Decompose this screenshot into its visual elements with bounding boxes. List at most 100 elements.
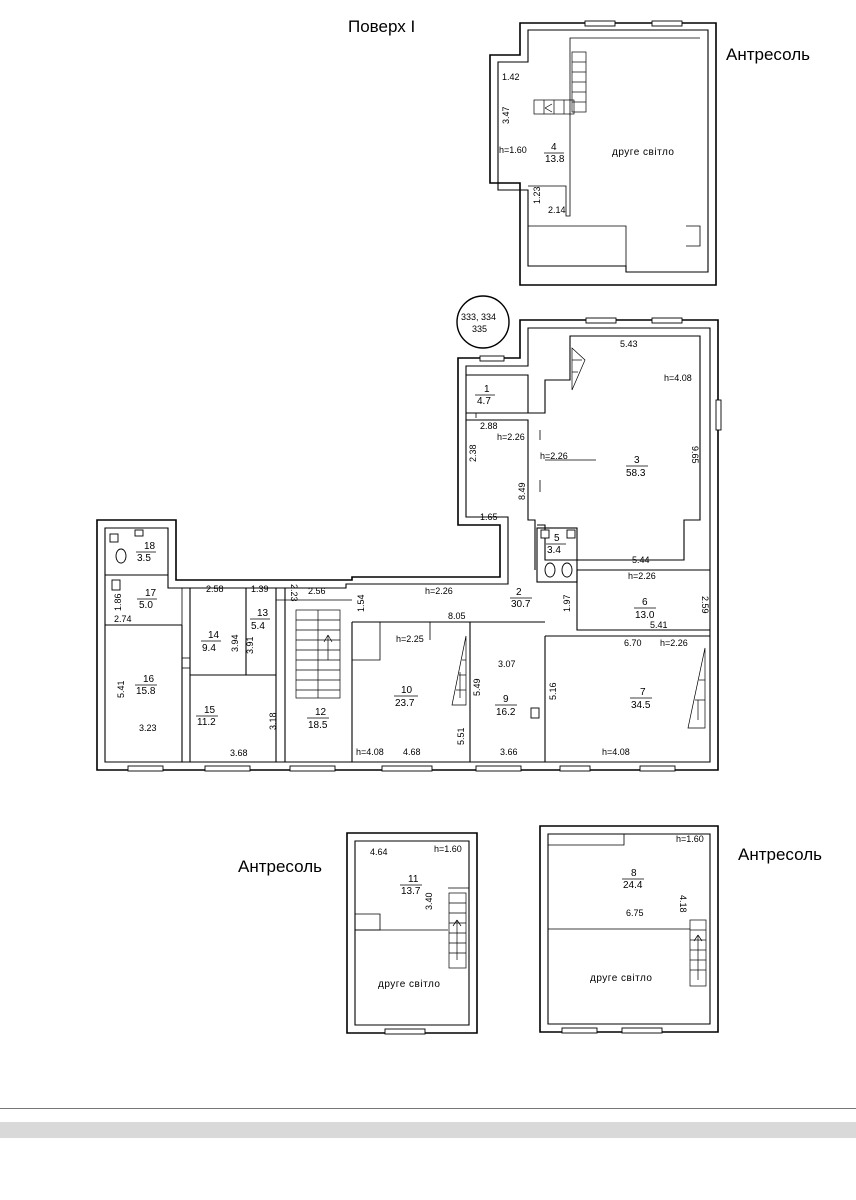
dim-label: 1.86 bbox=[113, 593, 123, 611]
room-number: 4 bbox=[551, 142, 557, 153]
room-number: 17 bbox=[145, 588, 157, 599]
dim-label: 2.58 bbox=[206, 584, 224, 594]
room-number: 13 bbox=[257, 608, 269, 619]
room-number: 11 bbox=[408, 874, 419, 885]
room-area: 3.5 bbox=[137, 553, 151, 564]
height-label: h=4.08 bbox=[664, 373, 692, 383]
room-area: 24.4 bbox=[623, 880, 643, 891]
dim-label: 2.14 bbox=[548, 205, 566, 215]
wc-fixtures bbox=[109, 529, 576, 719]
dim-label: 5.49 bbox=[472, 678, 482, 696]
dim-label: 2.74 bbox=[114, 614, 132, 624]
room-number: 2 bbox=[516, 587, 522, 598]
dim-label: 5.43 bbox=[620, 339, 638, 349]
height-label: h=4.08 bbox=[602, 747, 630, 757]
room-area: 3.4 bbox=[547, 545, 561, 556]
floor-title: Поверх І bbox=[348, 17, 415, 36]
room-area: 18.5 bbox=[308, 720, 328, 731]
dim-label: 4.64 bbox=[370, 847, 388, 857]
dim-label: 3.07 bbox=[498, 659, 516, 669]
room-number: 18 bbox=[144, 541, 156, 552]
dim-label: 2.23 bbox=[289, 584, 299, 602]
room-number: 3 bbox=[634, 455, 640, 466]
room-number: 16 bbox=[143, 674, 155, 685]
room-area: 23.7 bbox=[395, 698, 415, 709]
room-number: 14 bbox=[208, 630, 220, 641]
second-light-label: друге світло bbox=[612, 147, 674, 158]
room-number: 6 bbox=[642, 597, 648, 608]
room-number: 10 bbox=[401, 685, 413, 696]
dim-label: 9.65 bbox=[690, 446, 700, 464]
room-number: 1 bbox=[484, 384, 490, 395]
dim-label: 4.18 bbox=[678, 895, 688, 913]
room-number: 5 bbox=[554, 533, 560, 544]
room-number: 9 bbox=[503, 694, 509, 705]
room-area: 4.7 bbox=[477, 396, 491, 407]
dim-label: 6.75 bbox=[626, 908, 644, 918]
room-area: 34.5 bbox=[631, 700, 651, 711]
dim-label: 1.42 bbox=[502, 72, 520, 82]
dim-label: 5.51 bbox=[456, 727, 466, 745]
dim-label: 3.91 bbox=[245, 636, 255, 654]
dim-label: 5.44 bbox=[632, 555, 650, 565]
main-floor: 1 4.7 2 30.7 3 58.3 5 3.4 6 13.0 7 34.5 … bbox=[96, 317, 722, 772]
height-label: h=2.26 bbox=[425, 586, 453, 596]
dim-label: 3.68 bbox=[230, 748, 248, 758]
plot-number-circle: 333, 334 335 bbox=[456, 295, 510, 349]
plot-number: 335 bbox=[472, 324, 487, 334]
mezzanine-right-label: Антресоль bbox=[738, 845, 822, 864]
plot-number: 333, 334 bbox=[461, 312, 496, 322]
dim-label: 2.38 bbox=[468, 444, 478, 462]
height-label: h=2.26 bbox=[497, 432, 525, 442]
height-label: h=1.60 bbox=[499, 145, 527, 155]
room-number: 8 bbox=[631, 868, 637, 879]
height-label: h=1.60 bbox=[676, 834, 704, 844]
dim-label: 3.18 bbox=[268, 712, 278, 730]
dim-label: 3.66 bbox=[500, 747, 518, 757]
dim-label: 8.49 bbox=[517, 482, 527, 500]
room-area: 13.0 bbox=[635, 610, 655, 621]
dim-label: 8.05 bbox=[448, 611, 466, 621]
height-label: h=2.26 bbox=[628, 571, 656, 581]
dim-label: 5.41 bbox=[650, 620, 668, 630]
room-area: 11.2 bbox=[197, 717, 216, 728]
room-area: 15.8 bbox=[136, 686, 156, 697]
dim-label: 5.41 bbox=[116, 680, 126, 698]
room-area: 13.8 bbox=[545, 154, 565, 165]
room-area: 16.2 bbox=[496, 707, 516, 718]
room-area: 58.3 bbox=[626, 468, 646, 479]
dim-label: 2.56 bbox=[308, 586, 326, 596]
height-label: h=4.08 bbox=[356, 747, 384, 757]
dim-label: 3.47 bbox=[501, 106, 511, 124]
height-label: h=1.60 bbox=[434, 844, 462, 854]
height-label: h=2.26 bbox=[540, 451, 568, 461]
room-number: 7 bbox=[640, 687, 646, 698]
bottom-bar bbox=[0, 1122, 856, 1138]
dim-label: 3.94 bbox=[230, 634, 240, 652]
mezzanine-right: h=1.60 8 24.4 6.75 4.18 друге світло bbox=[539, 825, 719, 1034]
dim-label: 1.23 bbox=[532, 186, 542, 204]
dim-label: 3.23 bbox=[139, 723, 157, 733]
dim-label: 1.39 bbox=[251, 584, 269, 594]
room-area: 30.7 bbox=[511, 599, 531, 610]
dim-label: 2.88 bbox=[480, 421, 498, 431]
dim-label: 1.65 bbox=[480, 512, 498, 522]
dim-label: 1.97 bbox=[562, 594, 572, 612]
dim-label: 4.68 bbox=[403, 747, 421, 757]
height-label: h=2.26 bbox=[660, 638, 688, 648]
mezzanine-top-label: Антресоль bbox=[726, 45, 810, 64]
dim-label: 6.70 bbox=[624, 638, 642, 648]
second-light-label: друге світло bbox=[590, 973, 652, 984]
mezzanine-left-label: Антресоль bbox=[238, 857, 322, 876]
room-area: 9.4 bbox=[202, 643, 216, 654]
height-label: h=2.25 bbox=[396, 634, 424, 644]
room-number: 12 bbox=[315, 707, 327, 718]
dim-label: 2.59 bbox=[700, 596, 710, 614]
separator-line bbox=[0, 1108, 856, 1109]
room-area: 13.7 bbox=[401, 886, 421, 897]
dim-label: 1.54 bbox=[356, 594, 366, 612]
mezzanine-left: 4.64 h=1.60 11 13.7 3.40 друге світло bbox=[346, 832, 478, 1035]
room-number: 15 bbox=[204, 705, 216, 716]
second-light-label: друге світло bbox=[378, 979, 440, 990]
